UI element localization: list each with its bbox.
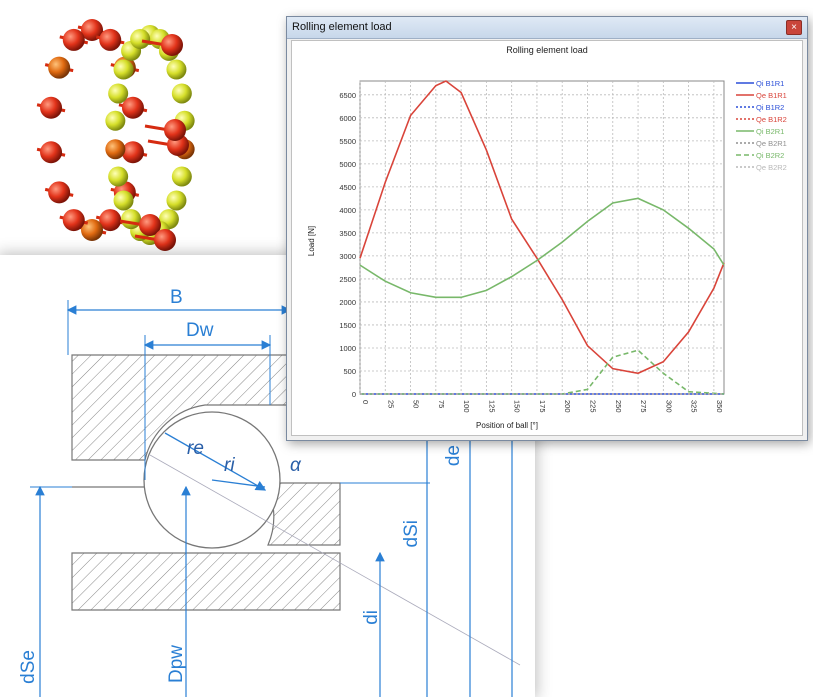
legend-entry: Qi B2R1	[756, 127, 784, 136]
legend-entry: Qi B2R2	[756, 151, 784, 160]
x-tick-label: 125	[487, 400, 496, 413]
ball-cage-render	[36, 19, 195, 251]
y-tick-label: 1000	[339, 344, 356, 353]
rolling-ball	[113, 190, 134, 211]
rolling-ball	[113, 59, 134, 80]
y-tick-label: 6500	[339, 91, 356, 100]
x-tick-label: 350	[715, 400, 724, 413]
dimension-label-Dw: Dw	[186, 320, 214, 341]
load-chart: Rolling element load 0 25 50 75 100 125 150 175…	[307, 45, 787, 430]
radius-label-ri: ri	[224, 455, 235, 476]
x-tick-label: 300	[664, 400, 673, 413]
x-tick-label: 250	[614, 400, 623, 413]
load-ball	[48, 56, 71, 79]
load-ball	[121, 141, 144, 164]
legend-entry: Qe B1R1	[756, 91, 787, 100]
load-ball	[154, 229, 176, 251]
load-ball	[99, 209, 122, 232]
y-tick-label: 4500	[339, 183, 356, 192]
rolling-ball	[121, 209, 142, 230]
window-title: Rolling element load	[292, 21, 392, 33]
y-axis-label: Load [N]	[307, 226, 316, 256]
bearing-3d-view	[0, 0, 260, 265]
load-ball	[161, 34, 183, 56]
legend-entry: Qe B2R1	[756, 139, 787, 148]
load-ball	[121, 96, 144, 119]
y-tick-label: 2000	[339, 298, 356, 307]
x-tick-label: 100	[462, 400, 471, 413]
y-tick-label: 5000	[339, 160, 356, 169]
drawing-lines	[30, 300, 521, 697]
series-line	[359, 80, 725, 375]
rolling-ball	[108, 83, 129, 104]
load-ball	[40, 96, 63, 119]
y-tick-label: 2500	[339, 275, 356, 284]
load-ball	[99, 28, 122, 51]
legend-entry: Qe B2R2	[756, 163, 787, 172]
load-ball	[81, 19, 103, 41]
rolling-ball	[171, 83, 192, 104]
x-tick-label: 25	[386, 400, 395, 408]
y-tick-label: 3500	[339, 229, 356, 238]
y-tick-label: 500	[343, 367, 356, 376]
window-titlebar[interactable]: Rolling element load ×	[287, 17, 807, 39]
x-tick-label: 50	[412, 400, 421, 408]
dimension-label-de: de	[443, 445, 464, 467]
plot-frame	[359, 80, 725, 395]
rolling-ball	[108, 166, 129, 187]
x-tick-label: 275	[639, 400, 648, 413]
x-tick-label: 0	[361, 400, 370, 404]
x-axis-label: Position of ball [°]	[476, 421, 538, 430]
dimension-label-dSe: dSe	[18, 650, 39, 684]
y-tick-label: 4000	[339, 206, 356, 215]
radius-label-re: re	[187, 438, 204, 459]
y-tick-label: 0	[352, 390, 356, 399]
x-tick-label: 325	[690, 400, 699, 413]
rolling-ball	[105, 139, 126, 160]
load-ball	[62, 28, 85, 51]
x-tick-label: 175	[538, 400, 547, 413]
legend-entry: Qe B1R2	[756, 115, 787, 124]
rolling-ball	[171, 166, 192, 187]
legend-entry: Qi B1R2	[756, 103, 784, 112]
load-ball	[48, 181, 71, 204]
rolling-element-load-window: Rolling element load × Rolling element l…	[286, 16, 808, 441]
dimension-label-B: B	[170, 287, 183, 308]
rolling-ball	[166, 190, 187, 211]
load-ball	[164, 119, 186, 141]
legend-entry: Qi B1R1	[756, 79, 784, 88]
load-ball	[40, 141, 63, 164]
dimension-label-di: di	[361, 610, 382, 625]
y-tick-label: 6000	[339, 114, 356, 123]
chart-title: Rolling element load	[506, 45, 588, 55]
dimension-label-Dpw: Dpw	[166, 645, 187, 684]
series-line	[359, 197, 725, 299]
x-tick-label: 150	[513, 400, 522, 413]
y-tick-label: 3000	[339, 252, 356, 261]
y-tick-label: 1500	[339, 321, 356, 330]
contact-angle-label: α	[290, 455, 301, 476]
x-tick-label: 225	[589, 400, 598, 413]
load-ball	[139, 214, 161, 236]
load-ball	[62, 209, 85, 232]
load-ball	[81, 219, 103, 241]
x-tick-label: 200	[563, 400, 572, 413]
chart-panel: Rolling element load 0 25 50 75 100 125 150 175…	[291, 40, 803, 436]
dimension-label-dSi: dSi	[401, 520, 422, 548]
close-button[interactable]: ×	[786, 20, 802, 35]
series-line	[360, 349, 725, 395]
y-tick-label: 5500	[339, 137, 356, 146]
rolling-ball	[105, 110, 126, 131]
rolling-ball	[166, 59, 187, 80]
rolling-ball	[130, 29, 151, 50]
x-tick-label: 75	[437, 400, 446, 408]
